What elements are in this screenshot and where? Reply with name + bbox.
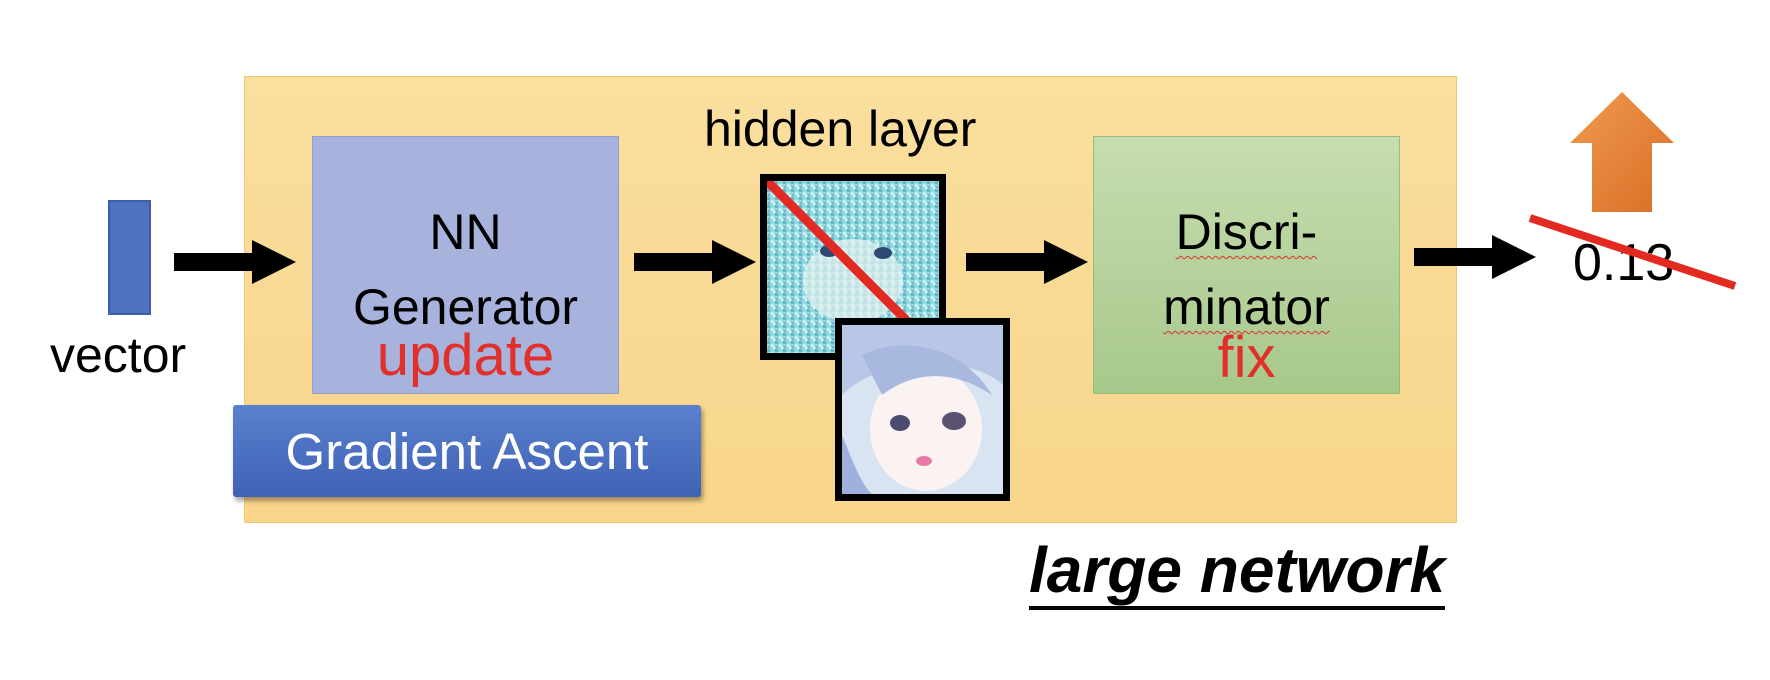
right-arrow-icon: [966, 240, 1088, 284]
discriminator-title-line1: Discri-: [1175, 204, 1318, 260]
vector-label: vector: [50, 327, 187, 383]
discriminator-title-line2: minator: [1163, 279, 1330, 335]
generator-status: update: [376, 323, 555, 388]
large-network-caption: large network: [1029, 538, 1446, 610]
discriminator-box: Discri- minator fix: [1093, 136, 1400, 394]
right-arrow-icon: [634, 240, 756, 284]
generator-title-line2: Generator: [352, 279, 579, 335]
hidden-layer-label: hidden layer: [704, 101, 977, 157]
generator-title-line1: NN: [429, 204, 502, 260]
anime-face-image: [835, 318, 1010, 501]
generator-box: NN Generator update: [312, 136, 619, 394]
right-arrow-icon: [174, 240, 296, 284]
discriminator-status: fix: [1217, 325, 1276, 390]
input-vector-bar: [108, 200, 151, 315]
strike-line-icon: [1528, 214, 1737, 290]
up-arrow-icon: [1570, 92, 1674, 212]
right-arrow-icon: [1414, 235, 1536, 279]
gradient-ascent-label: Gradient Ascent: [233, 405, 701, 497]
